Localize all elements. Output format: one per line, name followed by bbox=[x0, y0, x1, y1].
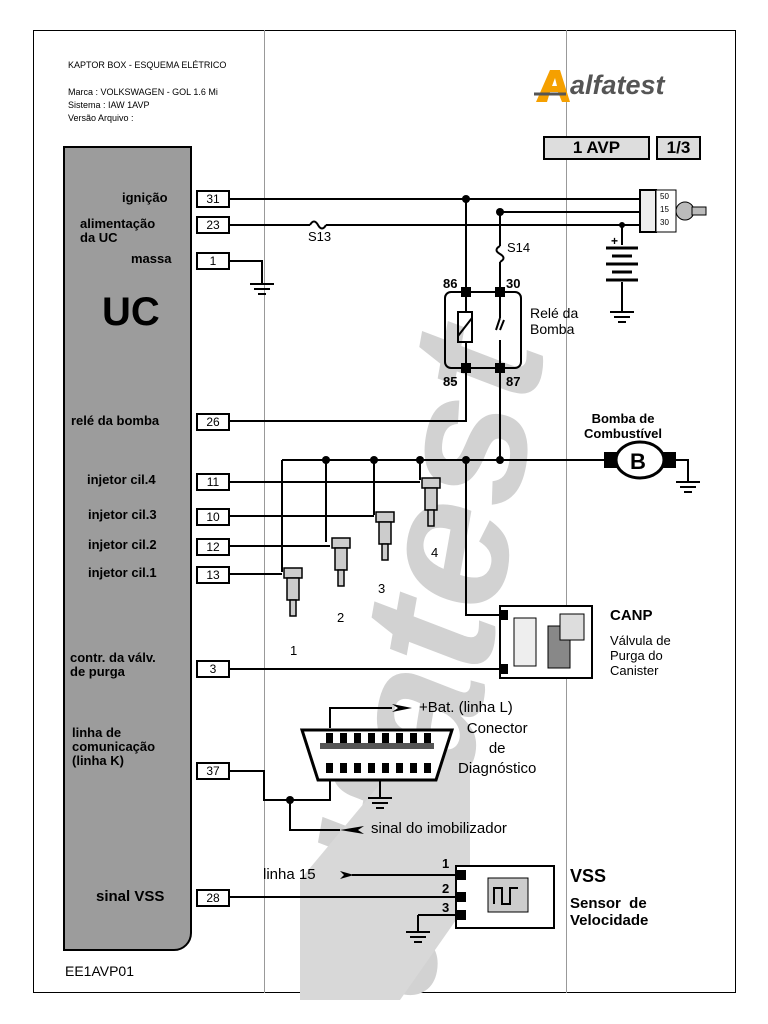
doc-marca: Marca : VOLKSWAGEN - GOL 1.6 Mi bbox=[68, 87, 218, 97]
vss-desc: Sensor de Velocidade bbox=[570, 895, 649, 929]
wire-pump-ground bbox=[674, 459, 689, 482]
relay-coil-diag bbox=[457, 317, 473, 337]
pin-label-linha-k-text: linha de comunicação (linha K) bbox=[72, 725, 156, 768]
pin-label-alimentacao-text: alimentação da UC bbox=[80, 216, 156, 245]
relay-terminals bbox=[461, 287, 505, 373]
pin-13: 13 bbox=[196, 566, 230, 584]
brand-name: alfatest bbox=[570, 70, 665, 100]
wire-imobilizador bbox=[289, 800, 340, 831]
pin-label-rele-bomba: relé da bomba bbox=[71, 413, 160, 428]
fuse-s13-label: S13 bbox=[308, 229, 332, 244]
pin-label-injetor-2: injetor cil.2 bbox=[88, 537, 157, 552]
fuel-pump bbox=[604, 440, 676, 480]
vss-terminal-3: 3 bbox=[442, 900, 450, 915]
canp-title: CANP bbox=[610, 607, 653, 624]
page-tag: 1/3 bbox=[656, 136, 701, 160]
pin-3: 3 bbox=[196, 660, 230, 678]
pin-label-injetor-1: injetor cil.1 bbox=[88, 565, 157, 580]
injector-3-number: 3 bbox=[378, 581, 386, 596]
guide-line-right bbox=[566, 30, 567, 993]
ignition-switch bbox=[639, 189, 707, 233]
pump-symbol: B bbox=[630, 449, 646, 474]
relay-contact bbox=[495, 292, 505, 368]
fuse-s14 bbox=[495, 245, 505, 263]
switch-terminal-50: 50 bbox=[660, 192, 669, 201]
canp-valve bbox=[499, 605, 593, 679]
guide-line-left bbox=[264, 30, 265, 993]
wire-rele-bomba bbox=[230, 368, 467, 422]
pin-label-alimentacao: alimentação da UC bbox=[80, 217, 155, 245]
wire-massa bbox=[230, 260, 263, 284]
junction-dots bbox=[286, 195, 625, 804]
pin-label-injetor-3: injetor cil.3 bbox=[88, 507, 157, 522]
fuse-s14-label: S14 bbox=[507, 240, 531, 255]
wire-linha-k bbox=[230, 770, 331, 801]
doc-versao: Versão Arquivo : bbox=[68, 113, 134, 123]
injector-2 bbox=[331, 537, 351, 587]
pin-10: 10 bbox=[196, 508, 230, 526]
injector-1 bbox=[283, 567, 303, 617]
pin-11: 11 bbox=[196, 473, 230, 491]
pin-label-vss: sinal VSS bbox=[96, 888, 165, 905]
injector-4 bbox=[421, 477, 441, 527]
relay-terminal-87: 87 bbox=[506, 374, 521, 389]
relay-body bbox=[444, 291, 522, 369]
pin-12: 12 bbox=[196, 538, 230, 556]
injector-1-number: 1 bbox=[290, 643, 298, 658]
relay-terminal-85: 85 bbox=[443, 374, 458, 389]
uc-title: UC bbox=[102, 290, 160, 334]
pin-37: 37 bbox=[196, 762, 230, 780]
wire-diag-bat bbox=[329, 707, 392, 728]
injector-symbols bbox=[283, 477, 441, 617]
relay-label: Relé da Bomba bbox=[530, 305, 579, 337]
pin-1: 1 bbox=[196, 252, 230, 270]
uc-body bbox=[63, 146, 192, 951]
injector-3 bbox=[375, 511, 395, 561]
canp-desc: Válvula de Purga do Canister bbox=[610, 633, 671, 678]
pump-label: Bomba de Combustível bbox=[584, 411, 663, 441]
pin-label-linha-k: linha de comunicação (linha K) bbox=[72, 726, 155, 768]
brand-logo-mark bbox=[534, 70, 570, 102]
diagnostic-connector bbox=[299, 704, 455, 834]
diag-title: Conector de Diagnóstico bbox=[458, 720, 537, 777]
pin-26: 26 bbox=[196, 413, 230, 431]
pin-label-purga: contr. da válv. de purga bbox=[70, 651, 156, 679]
footer-code: EE1AVP01 bbox=[65, 963, 135, 979]
injector-2-number: 2 bbox=[337, 610, 345, 625]
injector-4-number: 4 bbox=[431, 545, 439, 560]
system-tag: 1 AVP bbox=[543, 136, 650, 160]
pin-23: 23 bbox=[196, 216, 230, 234]
doc-sistema: Sistema : IAW 1AVP bbox=[68, 100, 150, 110]
immo-label: sinal do imobilizador bbox=[371, 820, 507, 837]
wire-canp-feed bbox=[465, 460, 500, 616]
wire-vss-ground bbox=[417, 914, 456, 932]
pin-31: 31 bbox=[196, 190, 230, 208]
switch-terminal-30: 30 bbox=[660, 218, 669, 227]
pin-label-purga-text: contr. da válv. de purga bbox=[70, 650, 156, 679]
relay-terminal-86: 86 bbox=[443, 276, 458, 291]
switch-terminal-15: 15 bbox=[660, 205, 669, 214]
vss-sensor bbox=[340, 865, 555, 929]
brand-logo: alfatest bbox=[532, 66, 702, 106]
relay-terminal-30: 30 bbox=[506, 276, 521, 291]
pin-label-massa: massa bbox=[131, 251, 172, 266]
pin-label-injetor-4: injetor cil.4 bbox=[87, 472, 156, 487]
pin-label-ignicao: ignição bbox=[122, 190, 168, 205]
battery-plus: + bbox=[611, 234, 619, 248]
battery-cells bbox=[606, 246, 638, 282]
ground-symbols bbox=[250, 283, 700, 943]
vss-terminal-1: 1 bbox=[442, 856, 450, 871]
vss-title: VSS bbox=[570, 866, 607, 886]
vss-linha15-label: linha 15 bbox=[263, 866, 316, 883]
pin-28: 28 bbox=[196, 889, 230, 907]
vss-terminal-2: 2 bbox=[442, 881, 450, 896]
fuse-s13 bbox=[309, 220, 327, 230]
diag-bat-label: +Bat. (linha L) bbox=[419, 699, 513, 716]
doc-title: KAPTOR BOX - ESQUEMA ELÉTRICO bbox=[68, 60, 227, 70]
